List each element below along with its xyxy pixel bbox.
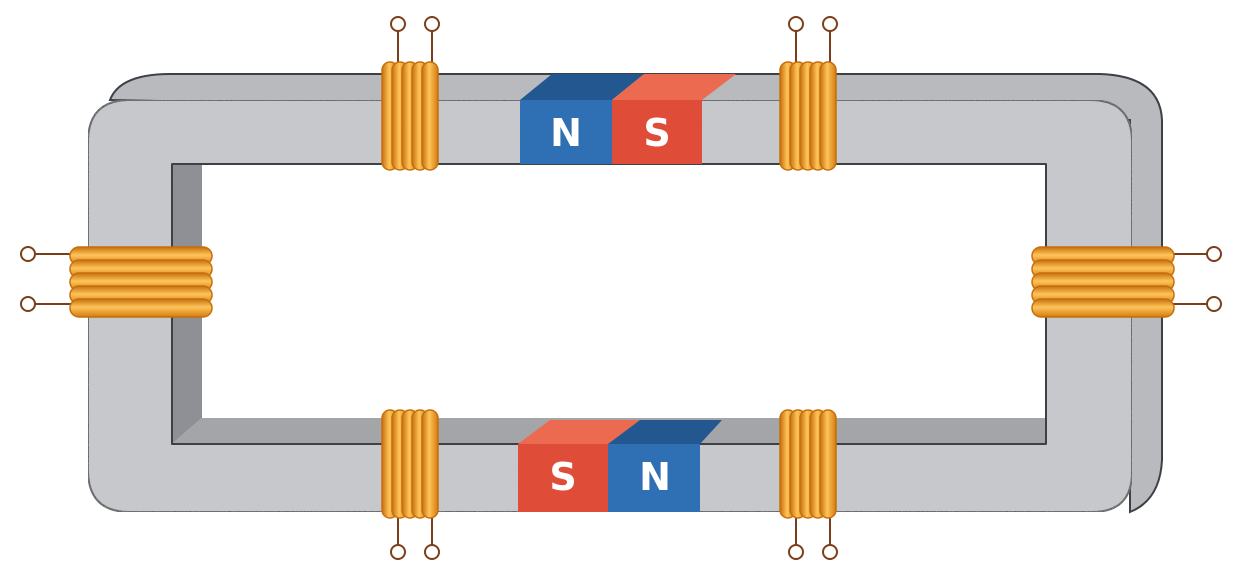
coil-terminal[interactable] [424,16,440,32]
coil-turn [819,61,837,171]
coil-terminal[interactable] [1206,246,1222,262]
coil-terminal[interactable] [390,16,406,32]
coil-left [20,246,213,318]
magnet-bottom-north-top-face [608,420,722,444]
coil-turn [421,409,439,519]
coil-bottom-left [381,409,440,560]
magnet-top-north-pole [520,100,612,164]
magnet-top: N S [520,74,736,164]
coil-terminal[interactable] [20,296,36,312]
coil-terminal[interactable] [822,16,838,32]
coil-turn [421,61,439,171]
magnet-top-south-pole [612,100,702,164]
magnet-top-north-top-face [520,74,644,100]
magnet-top-south-top-face [612,74,736,100]
magnet-top-right-pole-label: S [643,111,670,155]
magnet-top-left-pole-label: N [550,111,582,155]
coil-turn [69,298,213,318]
coil-turn [819,409,837,519]
coil-terminal[interactable] [424,544,440,560]
magnet-bottom-south-pole [518,444,608,512]
coil-terminal[interactable] [788,16,804,32]
coil-terminal[interactable] [788,544,804,560]
magnet-bottom-left-pole-label: S [549,455,576,499]
iron-core [87,73,1163,514]
magnet-bottom-right-pole-label: N [639,455,671,499]
coil-terminal[interactable] [822,544,838,560]
coil-top-right [779,16,838,171]
coil-terminal[interactable] [390,544,406,560]
coils [20,16,1222,560]
coil-terminal[interactable] [1206,296,1222,312]
coil-right [1031,246,1222,318]
coil-top-left [381,16,440,171]
coil-bottom-right [779,409,838,560]
magnet-bottom-north-pole [608,444,700,512]
inner-hole [202,164,1046,418]
magnet-bottom: S N [518,420,722,512]
coil-terminal[interactable] [20,246,36,262]
magnet-bottom-south-top-face [518,420,640,444]
coil-turn [1031,298,1175,318]
